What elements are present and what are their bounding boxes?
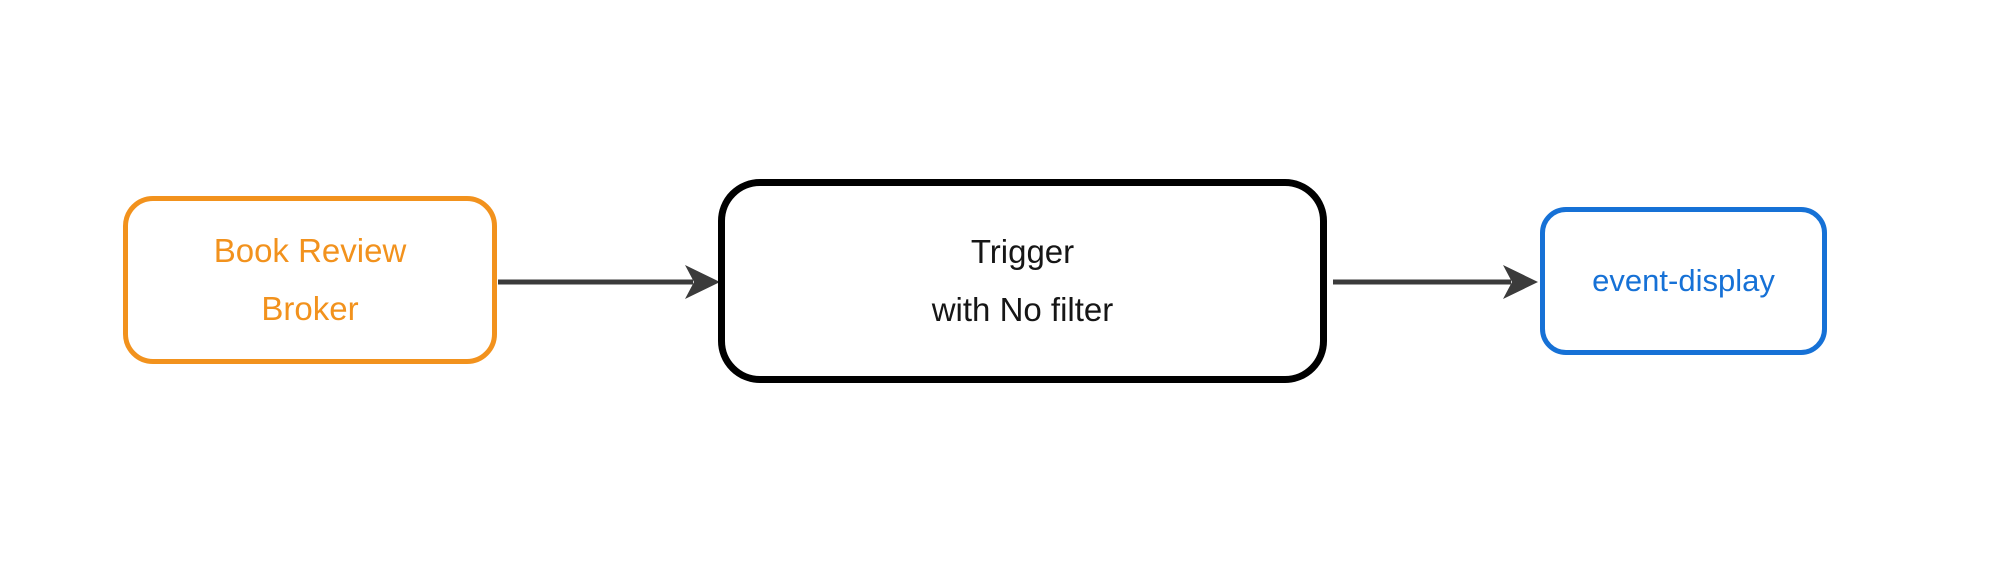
node-event-display-label: event-display	[1592, 263, 1775, 298]
node-event-display: event-display	[1540, 207, 1827, 355]
arrowhead-icon	[685, 265, 720, 299]
arrow-broker-to-trigger	[498, 265, 720, 299]
arrowhead-icon	[1503, 265, 1538, 299]
node-trigger: Trigger with No filter	[718, 179, 1327, 383]
node-book-review-broker: Book Review Broker	[123, 196, 497, 364]
node-trigger-label: Trigger with No filter	[931, 233, 1114, 328]
arrow-trigger-to-event-display	[1333, 265, 1538, 299]
node-book-review-broker-label: Book Review Broker	[213, 232, 407, 327]
